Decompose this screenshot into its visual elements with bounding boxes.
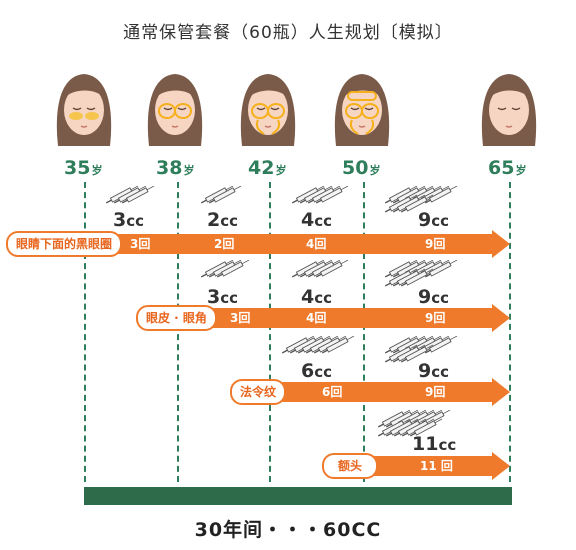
syringe-group xyxy=(384,185,467,219)
session-count: 4回 xyxy=(306,237,327,251)
treatment-label: 额头 xyxy=(322,453,379,479)
session-count: 9回 xyxy=(425,237,446,251)
timeline-guide-38 xyxy=(177,182,179,482)
syringe-icon xyxy=(424,185,458,204)
cc-amount: 11cc xyxy=(412,433,457,455)
treatment-arrow xyxy=(269,378,510,406)
treatment-label: 眼睛下面的黑眼圈 xyxy=(6,231,123,257)
timeline-guide-42 xyxy=(269,182,271,482)
total-period-bar xyxy=(84,487,512,505)
syringe-icon xyxy=(409,418,443,437)
syringe-group xyxy=(200,259,259,284)
session-count: 2回 xyxy=(214,237,235,251)
syringe-group xyxy=(377,409,460,443)
syringe-icon xyxy=(291,185,325,204)
age-label-38: 38岁 xyxy=(156,157,195,179)
treatment-arrow xyxy=(177,304,510,332)
cc-amount: 3cc xyxy=(207,286,239,308)
session-count: 3回 xyxy=(230,311,251,325)
syringe-icon xyxy=(424,335,458,354)
cc-amount: 2cc xyxy=(207,209,239,231)
treatment-arrow xyxy=(363,452,510,480)
syringe-group xyxy=(200,185,251,210)
syringe-icon xyxy=(216,259,250,278)
syringe-icon xyxy=(384,185,418,204)
syringe-icon xyxy=(315,185,349,204)
age-label-50: 50岁 xyxy=(342,157,381,179)
cc-amount: 4cc xyxy=(301,209,333,231)
treatment-label: 法令纹 xyxy=(230,379,287,405)
syringe-icon xyxy=(297,335,331,354)
age-label-42: 42岁 xyxy=(248,157,287,179)
cc-amount: 9cc xyxy=(418,360,450,382)
footer-summary: 30年间・・・60CC xyxy=(194,519,382,541)
cc-amount: 4cc xyxy=(301,286,333,308)
syringe-icon xyxy=(392,185,426,204)
syringe-icon xyxy=(321,335,355,354)
syringe-icon xyxy=(400,344,434,363)
age-label-35: 35岁 xyxy=(64,157,103,179)
timeline-guide-65 xyxy=(509,182,511,482)
syringe-icon xyxy=(105,185,139,204)
session-count: 3回 xyxy=(130,237,151,251)
face-illustration-50 xyxy=(334,74,390,146)
syringe-icon xyxy=(315,259,349,278)
syringe-icon xyxy=(392,344,426,363)
syringe-group xyxy=(291,185,358,210)
timeline-guide-35 xyxy=(84,182,86,482)
treatment-arrow xyxy=(84,230,510,258)
syringe-group xyxy=(384,259,467,293)
syringe-icon xyxy=(281,335,315,354)
face-illustration-65 xyxy=(481,74,537,146)
treatment-label: 眼皮 · 眼角 xyxy=(136,305,217,331)
age-label-65: 65岁 xyxy=(488,157,527,179)
syringe-icon xyxy=(400,268,434,287)
session-count: 9回 xyxy=(425,311,446,325)
session-count: 4回 xyxy=(306,311,327,325)
syringe-icon xyxy=(424,259,458,278)
syringe-group xyxy=(384,335,467,369)
session-count: 9回 xyxy=(425,385,446,399)
syringe-icon xyxy=(384,259,418,278)
syringe-icon xyxy=(208,185,242,204)
face-illustration-42 xyxy=(240,74,296,146)
cc-amount: 6cc xyxy=(301,360,333,382)
syringe-group xyxy=(291,259,358,284)
timeline-guide-50 xyxy=(363,182,365,482)
syringe-icon xyxy=(299,259,333,278)
session-count: 11 回 xyxy=(420,459,453,473)
face-illustration-38 xyxy=(147,74,203,146)
syringe-group xyxy=(105,185,164,210)
syringe-icon xyxy=(200,185,234,204)
cc-amount: 9cc xyxy=(418,209,450,231)
cc-amount: 3cc xyxy=(113,209,145,231)
face-illustration-35 xyxy=(56,74,112,146)
cc-amount: 9cc xyxy=(418,286,450,308)
syringe-icon xyxy=(400,194,434,213)
session-count: 6回 xyxy=(322,385,343,399)
syringe-group xyxy=(281,335,364,360)
page-title: 通常保管套餐（60瓶）人生规划〔模拟〕 xyxy=(123,23,453,43)
syringe-icon xyxy=(121,185,155,204)
